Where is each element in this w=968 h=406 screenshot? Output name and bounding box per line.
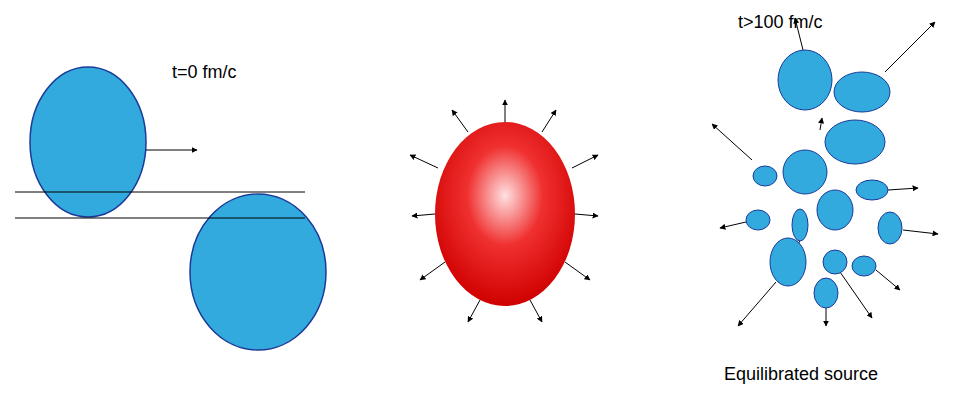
- time-label: t>100 fm/c: [738, 12, 823, 34]
- colliding-nuclei: [15, 67, 326, 350]
- fragments: [712, 18, 938, 326]
- hot-source: [410, 100, 598, 322]
- source-label: Equilibrated source: [724, 364, 878, 386]
- time-label: t=0 fm/c: [172, 62, 237, 84]
